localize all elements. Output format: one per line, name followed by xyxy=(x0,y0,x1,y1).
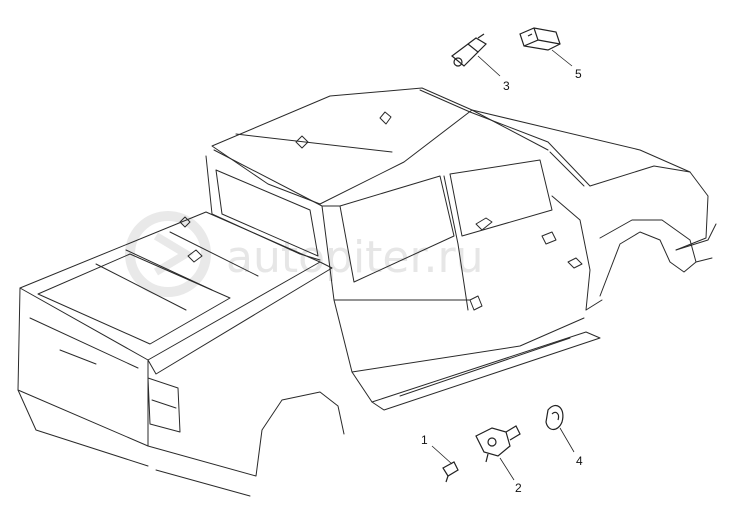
part-3-switch-sensor xyxy=(451,33,501,77)
part-4-rubber-cap xyxy=(545,405,575,453)
part-1-clip xyxy=(431,445,459,483)
callout-3: 3 xyxy=(503,79,510,93)
callout-5: 5 xyxy=(575,67,582,81)
callout-1: 1 xyxy=(421,433,428,447)
truck-body xyxy=(17,87,717,497)
callout-4: 4 xyxy=(576,454,583,468)
callout-2: 2 xyxy=(515,481,522,495)
part-5-connector-housing xyxy=(519,27,573,67)
watermark: autopiter.ru xyxy=(125,211,484,297)
part-2-switch-bracket xyxy=(475,425,521,481)
watermark-text: autopiter.ru xyxy=(226,232,484,283)
